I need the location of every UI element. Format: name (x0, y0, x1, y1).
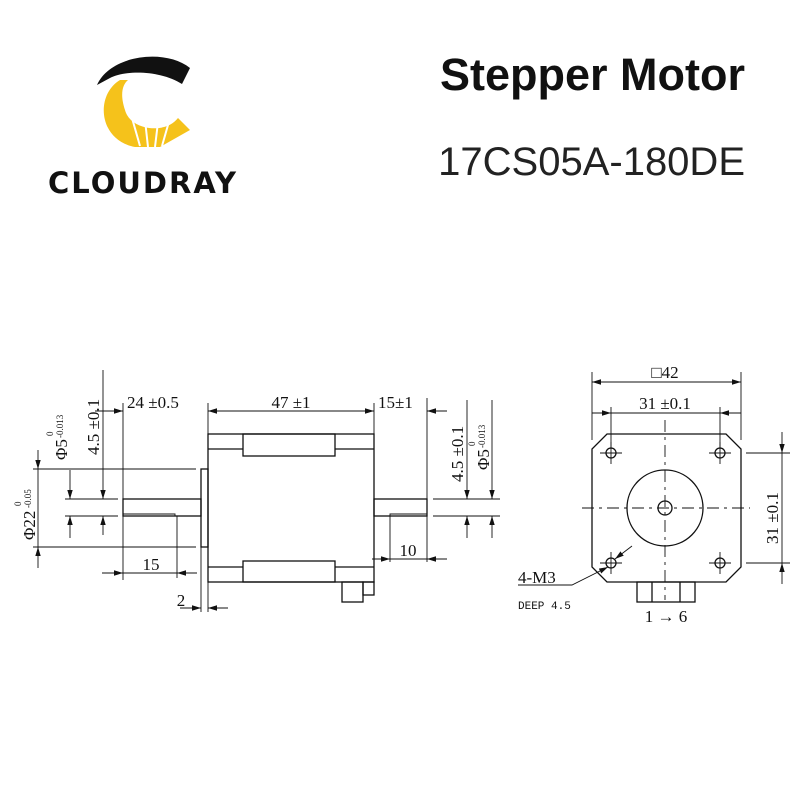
svg-text:Φ5: Φ5 (474, 449, 493, 470)
bottom-housing (242, 560, 336, 583)
brand-name: CLOUDRAY (48, 166, 238, 200)
hole-depth-label: DEEP 4.5 (518, 601, 571, 613)
model-number: 17CS05A-180DE (438, 140, 745, 184)
logo-yellow-c (103, 80, 190, 147)
connector-pins-label: 1 → 6 (645, 607, 688, 626)
svg-text:0: 0 (13, 501, 23, 506)
rear-flat-length-label: 10 (400, 541, 417, 560)
svg-text:Φ5: Φ5 (52, 439, 71, 460)
front-shaft-diameter-label: Φ5 0 -0.013 (45, 414, 71, 460)
body-length-label: 47 ±1 (271, 393, 310, 412)
front-view: □42 31 ±0.1 31 ±0.1 4-M3 DEEP 4.5 1 → 6 (518, 363, 790, 626)
square-size-label: □42 (651, 363, 678, 382)
boss-height-label: 2 (177, 591, 186, 610)
cloudray-logo: CLOUDRAY (48, 56, 238, 200)
mounting-plate (591, 433, 742, 583)
front-shaft-length-label: 24 ±0.5 (127, 393, 179, 412)
logo-rays (131, 117, 171, 148)
rear-shaft-length-label: 15±1 (378, 393, 413, 412)
front-shaft (122, 498, 202, 517)
page-title: Stepper Motor (440, 49, 745, 100)
connector (636, 581, 696, 603)
svg-text:0: 0 (45, 431, 55, 436)
rear-shaft-diameter-label: Φ5 0 -0.013 (467, 424, 493, 470)
svg-text:-0.05: -0.05 (23, 489, 33, 508)
boss-diameter-label: Φ22 0 -0.05 (13, 489, 39, 540)
holes-label: 4-M3 (518, 568, 556, 587)
logo-black-arc (97, 56, 190, 85)
hole-spacing-h-label: 31 ±0.1 (639, 394, 691, 413)
front-flat-length-label: 15 (143, 555, 160, 574)
svg-text:-0.013: -0.013 (55, 414, 65, 438)
boss-flange (200, 468, 209, 548)
svg-text:0: 0 (467, 441, 477, 446)
side-view: 24 ±0.5 47 ±1 15±1 Φ5 0 -0.013 4.5 ±0.1 … (13, 370, 500, 612)
top-housing (242, 433, 336, 457)
svg-text:Φ22: Φ22 (20, 511, 39, 540)
rear-shaft (373, 498, 428, 517)
front-flat-height-label: 4.5 ±0.1 (84, 399, 103, 455)
svg-text:-0.013: -0.013 (477, 424, 487, 448)
hole-spacing-v-label: 31 ±0.1 (763, 492, 782, 544)
connector (341, 581, 364, 603)
rear-flat-height-label: 4.5 ±0.1 (448, 426, 467, 482)
